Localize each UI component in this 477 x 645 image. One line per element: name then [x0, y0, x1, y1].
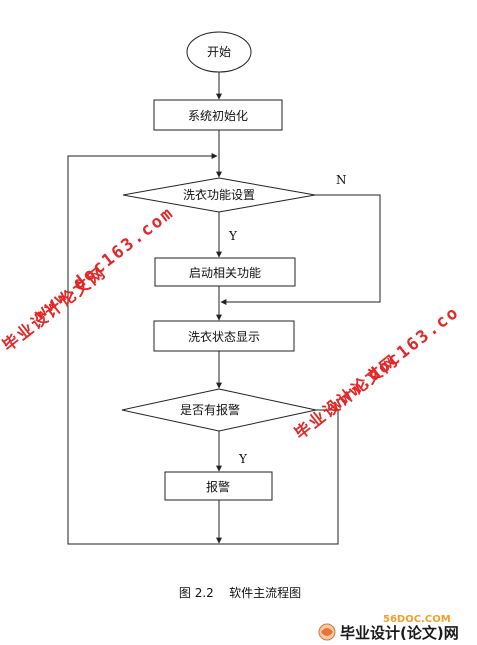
start-function-node: 启动相关功能	[154, 257, 296, 287]
edge-no-alarm	[219, 409, 339, 545]
logo-name: 毕业设计(论文)网	[340, 624, 459, 642]
alarm-node: 报警	[164, 471, 273, 501]
start-function-label: 启动相关功能	[189, 266, 261, 280]
logo-url: 56DOC.COM	[383, 614, 451, 625]
decision-wash-setting: 洗衣功能设置	[122, 177, 316, 213]
alarm-label: 报警	[206, 479, 230, 494]
start-node: 开始	[186, 31, 252, 73]
label-n: N	[336, 173, 347, 187]
status-display-label: 洗衣状态显示	[188, 329, 260, 344]
status-display-node: 洗衣状态显示	[153, 320, 295, 352]
figure-caption: 图 2.2 软件主流程图	[179, 585, 301, 600]
edge-loop-back	[67, 153, 219, 545]
label-y2: Y	[238, 452, 248, 466]
watermark-left: 毕业设计论文网 www.doc163.com	[0, 203, 178, 355]
init-node: 系统初始化	[153, 99, 283, 131]
logo-mark-icon	[318, 623, 336, 641]
label-y1: Y	[228, 229, 238, 243]
site-logo: 56DOC.COM 毕业设计(论文)网	[318, 614, 459, 642]
watermark-right: 毕业设计论文网 www.doc163.co	[291, 302, 464, 443]
decision-wash-setting-label: 洗衣功能设置	[183, 187, 255, 202]
watermark-right-site: www.doc163.co	[326, 302, 464, 416]
decision-alarm: 是否有报警	[121, 388, 317, 432]
init-label: 系统初始化	[188, 109, 248, 123]
edge-n-branch	[220, 194, 381, 305]
start-label: 开始	[207, 45, 231, 59]
decision-alarm-label: 是否有报警	[180, 402, 240, 417]
